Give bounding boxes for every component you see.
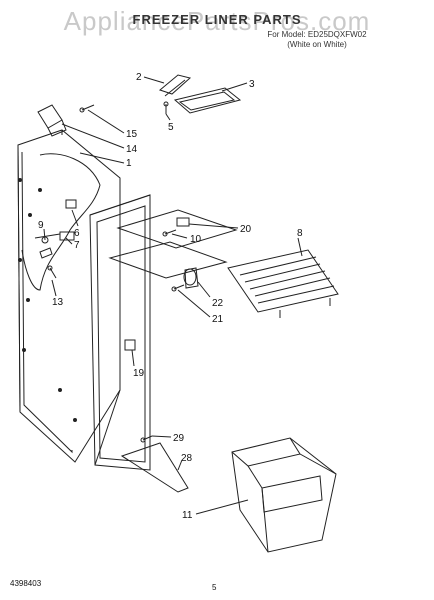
callout-8: 8	[297, 228, 303, 239]
bracket-part-2	[158, 74, 192, 97]
leader-lines	[43, 76, 303, 515]
callout-10: 10	[190, 234, 202, 245]
bracket-part-14	[37, 104, 67, 137]
callout-5: 5	[168, 122, 174, 133]
clip-part-19	[124, 339, 136, 351]
screw-part-15	[79, 104, 95, 113]
page-number: 5	[212, 583, 217, 592]
panel-part-20	[108, 209, 238, 279]
callout-29: 29	[173, 433, 185, 444]
callout-2: 2	[136, 72, 142, 83]
bin-part-11	[231, 437, 337, 553]
watermark: AppliancePartsPros.com	[63, 6, 371, 36]
screw-part-5	[163, 101, 169, 114]
callout-15: 15	[126, 129, 138, 140]
callout-19: 19	[133, 368, 145, 379]
fan-part-22	[183, 267, 199, 289]
callout-1: 1	[126, 158, 132, 169]
liner-gasket	[89, 194, 151, 471]
callout-11: 11	[182, 510, 193, 521]
screw-part-21	[171, 284, 185, 292]
diagram-title: FREEZER LINER PARTS	[132, 12, 302, 27]
callout-28: 28	[181, 453, 193, 464]
shelf-part-8	[227, 249, 339, 318]
callout-9: 9	[38, 220, 44, 231]
callout-20: 20	[240, 224, 252, 235]
parts-6-7-9-cluster	[34, 199, 77, 259]
rail-part-28	[120, 442, 189, 493]
freezer-liner	[17, 129, 121, 463]
document-number: 4398403	[10, 579, 42, 588]
screw-part-13	[47, 265, 57, 279]
callout-3: 3	[249, 79, 255, 90]
shield-part-3	[173, 87, 242, 114]
diagram-subtitle-color: (White on White)	[287, 40, 347, 49]
callout-14: 14	[126, 144, 138, 155]
screw-part-10	[162, 229, 177, 237]
diagram-subtitle-model: For Model: ED25DQXFW02	[267, 30, 367, 39]
callout-13: 13	[52, 297, 64, 308]
callout-21: 21	[212, 314, 224, 325]
screw-part-29	[140, 435, 153, 443]
callout-7: 7	[74, 240, 80, 251]
callout-6: 6	[74, 228, 80, 239]
callout-22: 22	[212, 298, 224, 309]
